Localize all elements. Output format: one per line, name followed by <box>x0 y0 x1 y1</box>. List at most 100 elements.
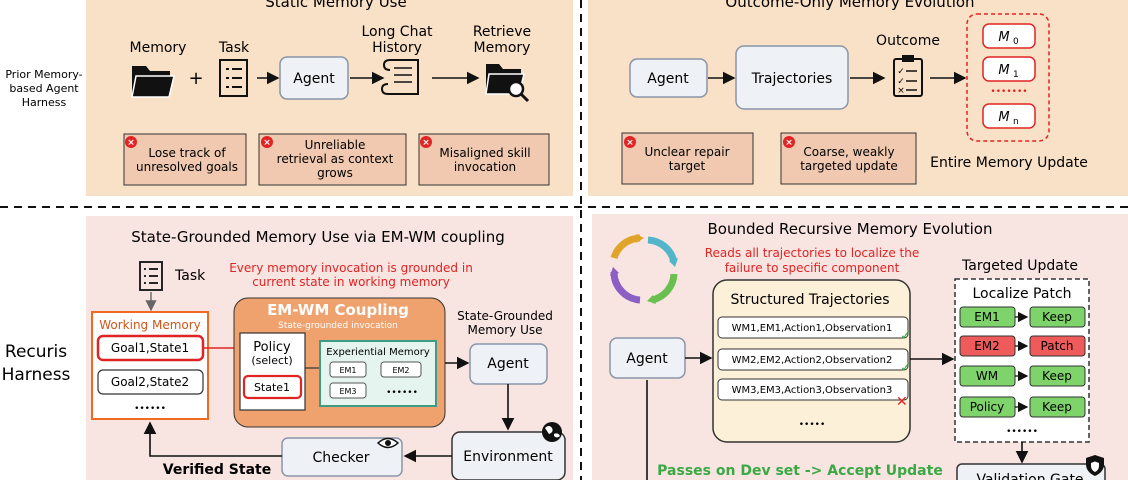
issue-4-line-2: target <box>669 159 706 173</box>
patch-row-em2: EM2 Patch <box>959 335 1086 357</box>
issue-3-line-1: Misaligned skill <box>439 146 530 160</box>
check-icon-2: ✓ <box>900 360 912 376</box>
state1-box <box>242 374 303 400</box>
issue-1-line-1: Lose track of <box>148 146 226 160</box>
localize-patch-box <box>954 278 1090 443</box>
static-memory-title: Static Memory Use <box>265 0 406 11</box>
eye-icon <box>376 437 400 449</box>
memory-mn: M n <box>982 103 1036 129</box>
patch-dots: •••••• <box>1006 427 1038 437</box>
svg-text:×: × <box>897 86 905 96</box>
validation-gate-label: Validation Gate <box>976 472 1083 480</box>
sg-label-1: State-Grounded <box>457 309 553 323</box>
svg-text:M: M <box>998 110 1009 125</box>
working-memory-title: Working Memory <box>99 318 201 332</box>
policy-select-label: (select) <box>251 354 292 367</box>
svg-text:Policy: Policy <box>970 400 1005 414</box>
wm-item-goal2-label: Goal2,State2 <box>111 375 189 389</box>
folder-search-icon <box>485 64 530 103</box>
em1-chip <box>329 361 367 378</box>
issue-box-3: × Misaligned skill invocation <box>418 133 550 186</box>
trajectories-box-top <box>735 45 849 110</box>
check-icon-1: ✓ <box>900 328 912 344</box>
state-grounded-title: State-Grounded Memory Use via EM-WM coup… <box>131 228 505 246</box>
svg-text:×: × <box>422 138 430 148</box>
svg-text:EM1: EM1 <box>974 310 1000 324</box>
svg-text:WM: WM <box>976 369 998 383</box>
agent-box-top-right <box>629 58 708 98</box>
memory-label: Memory <box>130 40 187 56</box>
patch-row-em1: EM1 Keep <box>959 306 1086 328</box>
agent-label-top-right: Agent <box>647 71 689 87</box>
memory-dots: ••••••• <box>990 87 1027 97</box>
agent-label-bottom-left: Agent <box>487 356 529 372</box>
em3-chip-label: EM3 <box>339 387 356 396</box>
memory-stack-frame <box>966 13 1050 142</box>
coupling-title: EM-WM Coupling <box>267 301 409 319</box>
retrieve-label-2: Memory <box>474 40 531 56</box>
issue-box-4: × Unclear repair target <box>621 132 754 185</box>
entire-update-label: Entire Memory Update <box>930 155 1088 171</box>
clipboard-icon: ✓ ✓ × <box>893 55 923 97</box>
red-note-bl-2: current state in working memory <box>252 275 450 289</box>
scroll-icon <box>380 59 419 95</box>
trajectories-label-top: Trajectories <box>751 71 833 87</box>
red-note-br-1: Reads all trajectories to localize the <box>705 246 919 260</box>
red-note-bl-1: Every memory invocation is grounded in <box>229 261 473 275</box>
structured-traj-title: Structured Trajectories <box>730 292 889 308</box>
memory-m1: M 1 <box>982 56 1036 82</box>
svg-text:✓: ✓ <box>897 77 905 87</box>
passes-label: Passes on Dev set -> Accept Update <box>657 463 943 479</box>
plus-sign: + <box>188 68 203 89</box>
svg-text:×: × <box>127 138 135 148</box>
validation-gate-box <box>956 463 1106 480</box>
issue-1-line-2: unresolved goals <box>136 160 238 174</box>
shield-icon <box>1086 455 1104 476</box>
recuris-label-1: Recuris <box>5 342 67 362</box>
svg-text:×: × <box>785 138 793 148</box>
localize-patch-title: Localize Patch <box>972 286 1071 302</box>
traj-dots: ••••• <box>799 420 826 430</box>
task-label-top: Task <box>218 40 250 56</box>
svg-text:Patch: Patch <box>1041 339 1074 353</box>
traj-row-2 <box>717 348 909 371</box>
outcome-only-title: Outcome-Only Memory Evolution <box>725 0 974 11</box>
long-chat-label-2: History <box>372 40 422 56</box>
prior-harness-label-1: Prior Memory- <box>5 68 82 81</box>
targeted-update-label: Targeted Update <box>961 258 1078 274</box>
traj-row-3 <box>717 378 909 401</box>
agent-label-top-left: Agent <box>293 71 335 87</box>
globe-icon <box>542 422 562 442</box>
svg-text:Keep: Keep <box>1042 369 1072 383</box>
cycle-icon <box>610 234 678 304</box>
issue-2-line-3: grows <box>317 166 353 180</box>
wm-item-goal1-label: Goal1,State1 <box>111 341 189 355</box>
wm-item-goal2 <box>97 369 204 395</box>
issue-5-line-1: Coarse, weakly <box>803 145 894 159</box>
red-note-br-2: failure to specific component <box>725 261 900 275</box>
svg-text:M: M <box>998 30 1009 45</box>
outcome-label: Outcome <box>876 33 940 49</box>
agent-box-top-left <box>279 56 349 100</box>
svg-text:0: 0 <box>1013 37 1019 47</box>
svg-text:✓: ✓ <box>897 67 905 77</box>
em2-chip-label: EM2 <box>392 366 409 375</box>
retrieve-label-1: Retrieve <box>473 24 531 40</box>
prior-harness-label-3: Harness <box>22 96 67 109</box>
issue-3-line-2: invocation <box>454 160 516 174</box>
recuris-label-2: Harness <box>2 365 71 385</box>
memory-m0: M 0 <box>982 23 1036 49</box>
sg-label-2: Memory Use <box>467 323 542 337</box>
checker-label: Checker <box>313 450 370 466</box>
svg-text:EM2: EM2 <box>974 339 1000 353</box>
checklist-icon <box>219 59 248 97</box>
svg-text:×: × <box>263 138 271 148</box>
folder-icon <box>131 66 175 98</box>
patch-row-wm: WM Keep <box>959 365 1086 387</box>
issue-2-line-1: Unreliable <box>305 138 366 152</box>
svg-text:M: M <box>998 63 1009 78</box>
agent-label-bottom-right: Agent <box>626 351 668 367</box>
checker-box <box>281 437 403 477</box>
experiential-memory-title: Experiential Memory <box>326 347 430 358</box>
